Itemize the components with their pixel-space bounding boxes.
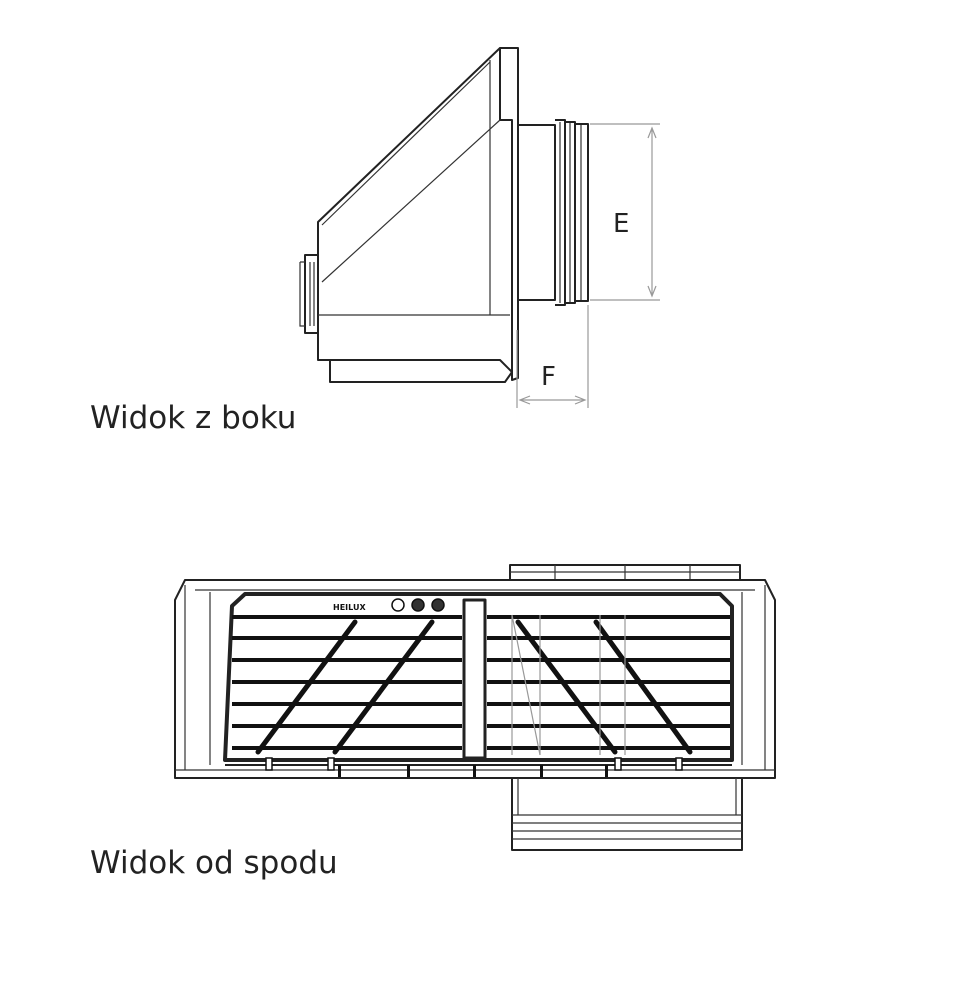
pipe-rib-1 (555, 119, 566, 306)
pipe-spigot (518, 124, 556, 301)
wall-plate (499, 47, 519, 381)
control-circle-3 (431, 598, 445, 612)
bottom-clips (225, 757, 732, 777)
housing-outer (174, 579, 776, 779)
side-knob-detail (299, 261, 315, 327)
top-pipe-stub-detail (510, 565, 740, 580)
brand-logo: HEILUX (333, 603, 366, 612)
pipe-rib-3 (575, 123, 589, 302)
control-circle-1 (391, 598, 405, 612)
grille-diagonals (255, 619, 693, 755)
dim-e-line (647, 126, 657, 298)
hood-inner-edge (318, 60, 510, 316)
control-circle-2 (411, 598, 425, 612)
grille-slats (232, 615, 730, 750)
grille-frame (223, 592, 734, 762)
side-view-drawing: E F (299, 47, 660, 408)
hood-bottom-lip (329, 360, 513, 383)
side-view-caption: Widok z boku (90, 400, 297, 436)
hood-body (317, 47, 513, 373)
bottom-view-caption: Widok od spodu (90, 845, 338, 881)
side-knob (304, 254, 318, 334)
bottom-pipe-ribs (512, 778, 742, 840)
dim-f-line (518, 395, 587, 405)
dim-f-extension (516, 305, 589, 408)
dim-e-label: E (613, 209, 629, 239)
dim-e-extension (590, 123, 660, 301)
pipe-rib-lines (559, 122, 582, 303)
bottom-view-drawing: HEILUX (174, 564, 776, 851)
pipe-rib-2 (565, 121, 576, 304)
grille-internal-lines (511, 614, 626, 756)
grille-center-divider (462, 598, 487, 760)
bottom-pipe (511, 778, 743, 851)
dim-f-label: F (541, 362, 556, 392)
